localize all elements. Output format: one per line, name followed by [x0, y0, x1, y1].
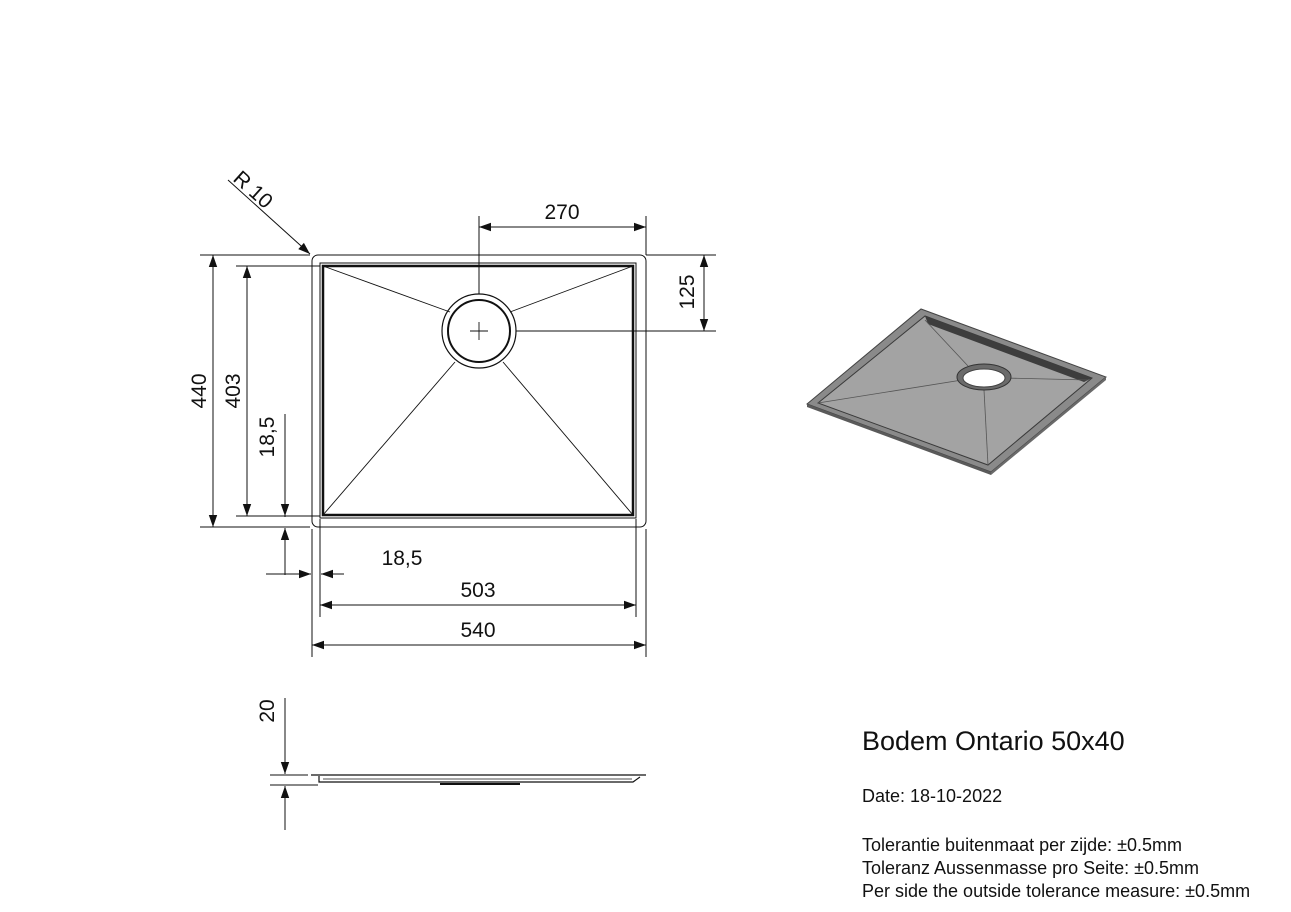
dim-outer-width: 540 — [460, 619, 495, 642]
dim-outer-height: 440 — [188, 373, 211, 408]
drawing-date: Date: 18-10-2022 — [862, 786, 1003, 806]
drawing-title: Bodem Ontario 50x40 — [862, 726, 1125, 756]
side-view — [270, 698, 646, 830]
top-view — [311, 254, 647, 528]
slope-line — [322, 265, 451, 313]
tolerance-en: Per side the outside tolerance measure: … — [862, 881, 1251, 901]
slope-line — [502, 361, 634, 516]
slope-line — [322, 361, 456, 516]
tolerance-nl: Tolerantie buitenmaat per zijde: ±0.5mm — [862, 835, 1183, 855]
dim-drain-offset-y: 125 — [676, 274, 699, 309]
drain-inner — [447, 299, 511, 363]
tolerance-de: Toleranz Aussenmasse pro Seite: ±0.5mm — [862, 858, 1200, 878]
isometric-view — [806, 308, 1107, 475]
dim-edge-vertical: 18,5 — [256, 417, 279, 458]
dimension-lines — [200, 179, 716, 657]
inner-outline — [319, 262, 637, 519]
dim-inner-width: 503 — [460, 579, 495, 602]
dim-inner-height: 403 — [222, 373, 245, 408]
dim-edge-horizontal: 18,5 — [382, 547, 423, 570]
inner-basin — [321, 264, 635, 517]
outer-outline — [311, 254, 647, 528]
radius-label: R 10 — [229, 167, 277, 214]
dim-depth: 20 — [256, 699, 279, 722]
slope-line — [509, 265, 634, 313]
dim-drain-offset-x: 270 — [544, 201, 579, 224]
